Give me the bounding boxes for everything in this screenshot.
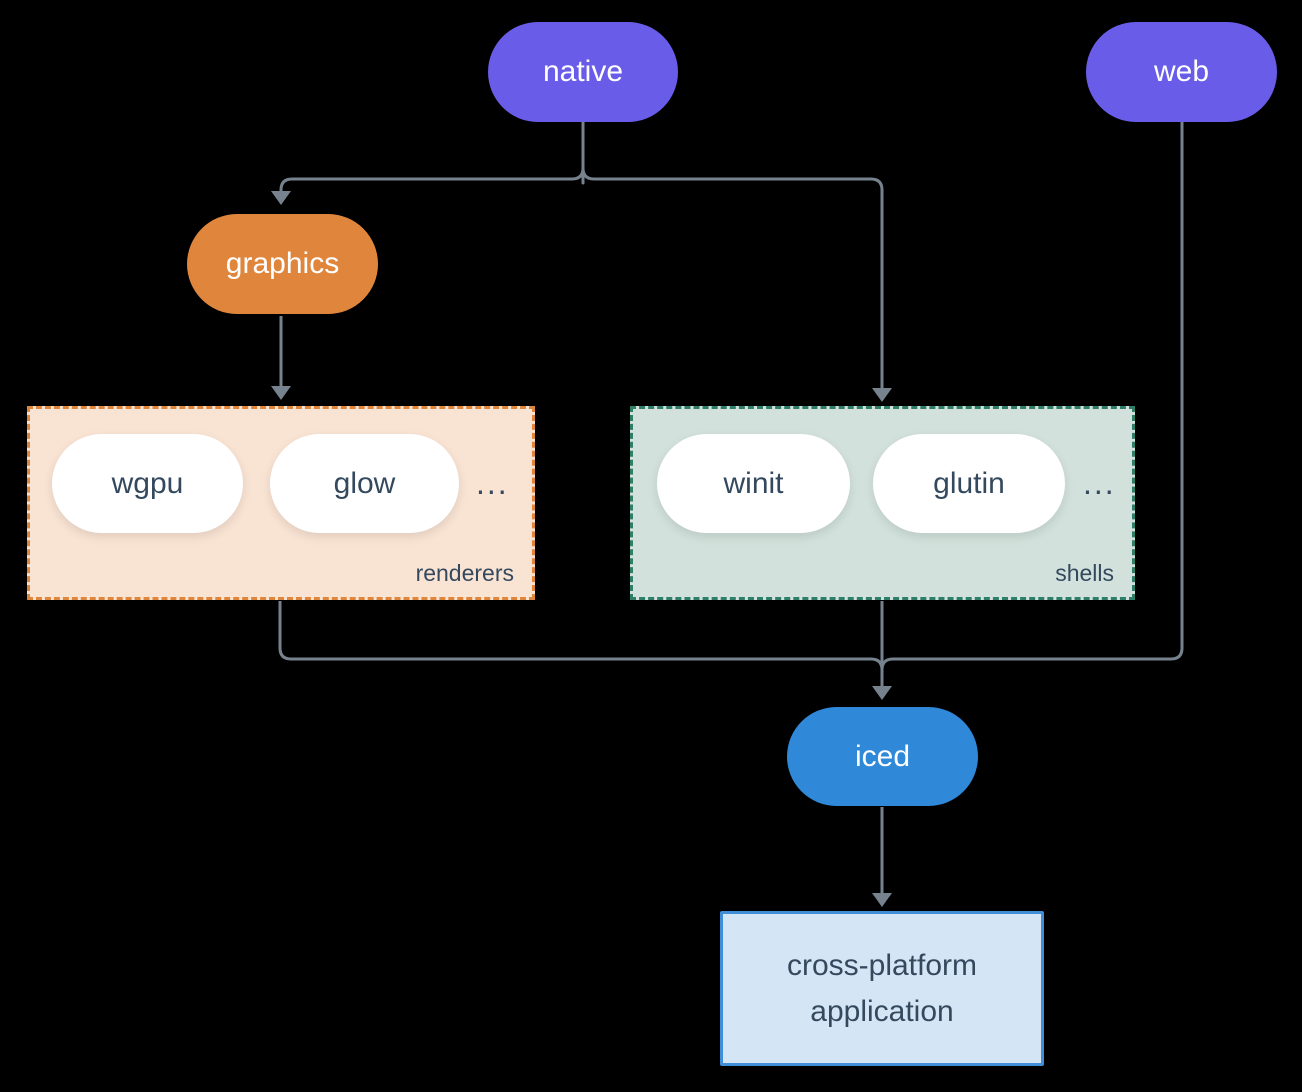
application-label-line2: application [810, 994, 954, 1028]
edge-native-to-graphics [279, 122, 585, 192]
shells-ellipsis: ... [1083, 465, 1116, 501]
node-native-label: native [542, 55, 624, 88]
node-wgpu: wgpu [52, 434, 243, 533]
node-glutin: glutin [873, 434, 1065, 533]
node-winit: winit [657, 434, 850, 533]
node-cross-platform-application: cross-platform application [720, 911, 1044, 1066]
group-renderers: wgpu glow ... renderers [27, 406, 535, 600]
node-glow-label: glow [333, 466, 396, 500]
node-iced: iced [787, 707, 978, 806]
node-iced-label: iced [854, 739, 911, 773]
arrowhead-into-iced [872, 686, 892, 700]
edge-native-to-shells [581, 122, 884, 388]
arrowhead-into-shells [872, 388, 892, 402]
renderers-ellipsis: ... [476, 465, 509, 501]
node-glow: glow [270, 434, 459, 533]
node-web: web [1086, 22, 1277, 122]
edge-renderers-to-iced [278, 601, 884, 673]
arrowhead-into-graphics [271, 191, 291, 205]
node-winit-label: winit [723, 466, 784, 500]
node-native: native [488, 22, 678, 122]
node-glutin-label: glutin [933, 466, 1005, 500]
group-shells-label: shells [1055, 560, 1114, 586]
node-graphics-label: graphics [225, 247, 340, 280]
group-shells: winit glutin ... shells [630, 406, 1135, 600]
node-web-label: web [1153, 55, 1210, 88]
node-graphics: graphics [187, 214, 378, 314]
application-label-line1: cross-platform [786, 948, 978, 982]
node-wgpu-label: wgpu [111, 466, 184, 500]
arrowhead-into-application [872, 893, 892, 907]
group-renderers-label: renderers [415, 560, 514, 586]
arrowhead-into-renderers [271, 386, 291, 400]
